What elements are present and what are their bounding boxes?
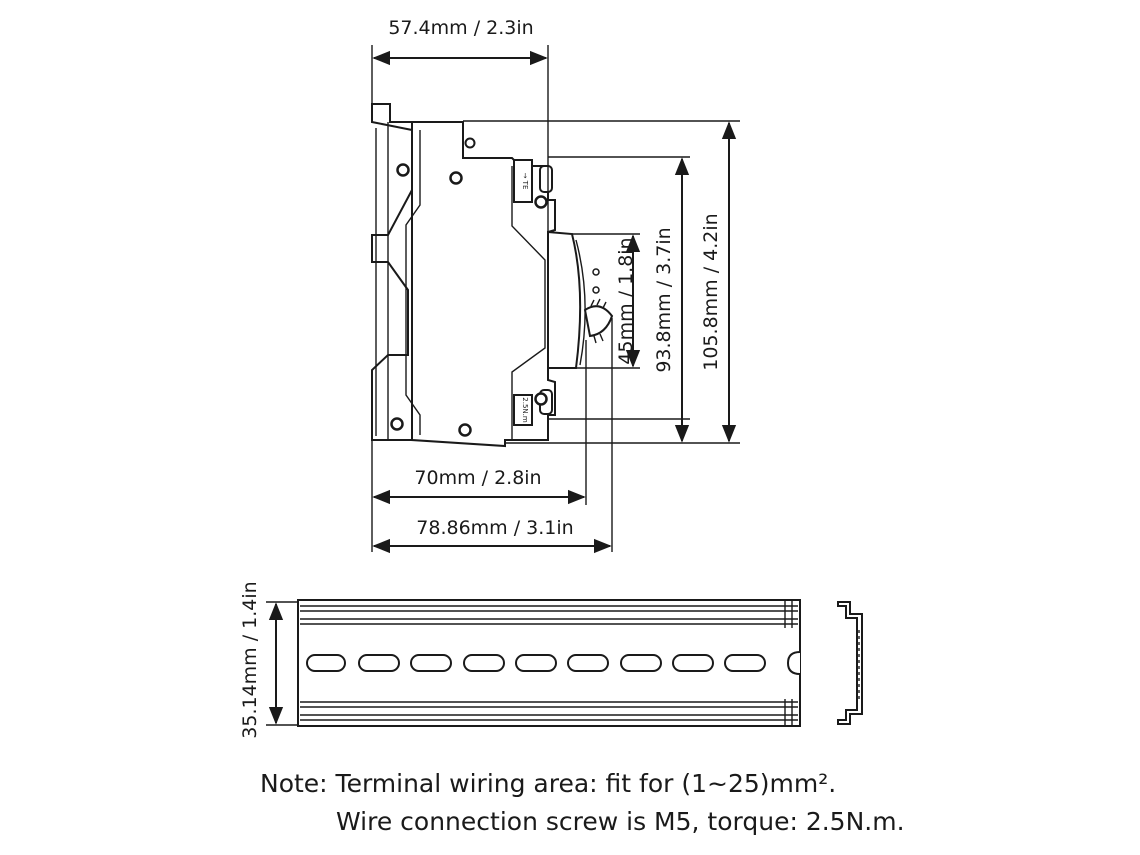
top-terminal-label: → TE xyxy=(521,173,529,190)
bottom-terminal-label: 2.5N.m xyxy=(521,397,529,423)
dim-text-width-78: 78.86mm / 3.1in xyxy=(416,517,573,539)
rail-end-notch xyxy=(786,651,801,675)
dim-text-height-total: 105.8mm / 4.2in xyxy=(700,213,722,370)
rivet-holes xyxy=(390,137,600,437)
bottom-terminal-label-box xyxy=(513,394,533,426)
dim-text-height-inner: 93.8mm / 3.7in xyxy=(653,227,675,372)
top-terminal-port xyxy=(539,165,553,193)
rail-slots xyxy=(306,654,766,672)
dim-text-height-front: 45mm / 1.8in xyxy=(615,237,637,364)
din-rail xyxy=(297,599,801,727)
dim-text-width-70: 70mm / 2.8in xyxy=(414,467,541,489)
dimension-lines xyxy=(266,45,740,726)
breaker-front-face xyxy=(547,230,582,369)
breaker-front-arc xyxy=(575,239,586,366)
breaker-din-clip xyxy=(371,103,413,441)
note-line-2: Wire connection screw is M5, torque: 2.5… xyxy=(336,807,905,836)
note-line-1: Note: Terminal wiring area: fit for (1~2… xyxy=(260,769,836,798)
breaker-side-view: → TE 2.5N.m xyxy=(371,103,614,448)
din-rail-profile xyxy=(837,601,863,725)
dim-text-depth-top: 57.4mm / 2.3in xyxy=(388,17,533,39)
breaker-housing xyxy=(411,121,556,448)
breaker-clip-strip xyxy=(375,122,389,440)
top-terminal-label-box xyxy=(513,159,533,203)
breaker-inner-contour xyxy=(405,130,546,440)
breaker-toggle-handle xyxy=(583,298,614,344)
dim-text-rail-height: 35.14mm / 1.4in xyxy=(239,581,261,738)
